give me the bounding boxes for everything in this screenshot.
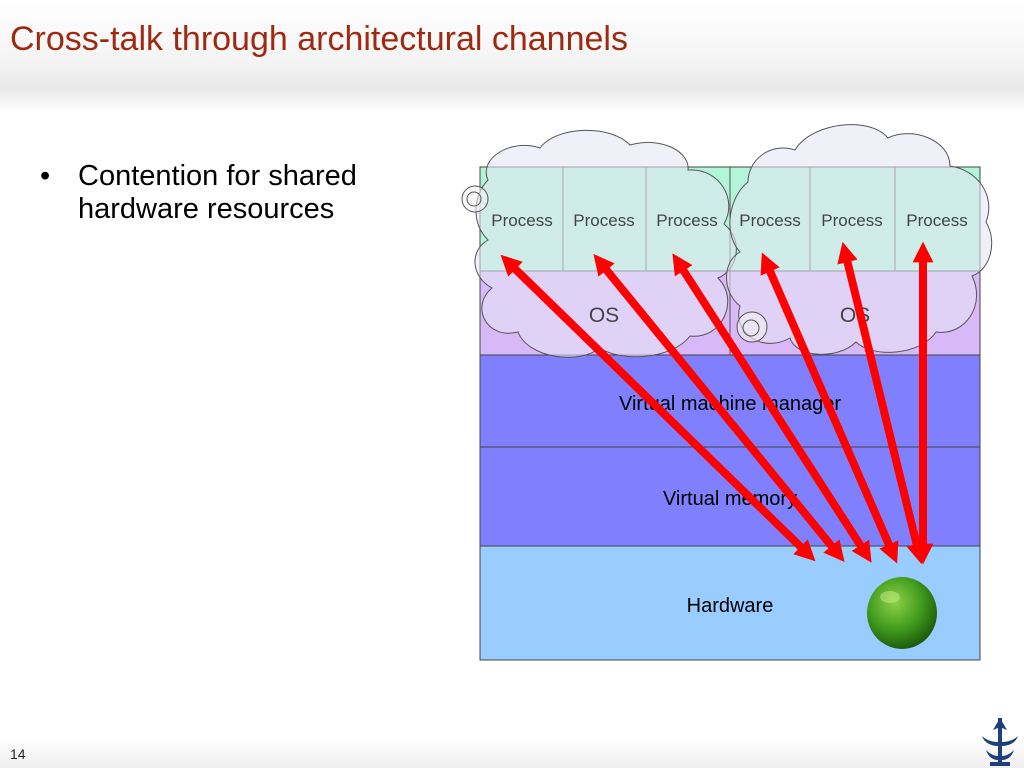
- bullet-marker: •: [40, 160, 51, 192]
- bullet-text: Contention for shared hardware resources: [78, 160, 357, 225]
- footer-band: [0, 738, 1024, 768]
- process-label-2: Process: [573, 211, 634, 230]
- bullet-list: • Contention for shared hardware resourc…: [40, 160, 430, 226]
- virtual-memory-label: Virtual memory: [663, 488, 797, 510]
- university-logo-icon: [982, 718, 1018, 766]
- lime-icon: [867, 577, 937, 649]
- hardware-label: Hardware: [687, 595, 774, 617]
- process-label-1: Process: [491, 211, 552, 230]
- process-label-6: Process: [906, 211, 967, 230]
- bullet-item: • Contention for shared hardware resourc…: [40, 160, 430, 226]
- process-label-4: Process: [739, 211, 800, 230]
- page-number: 14: [10, 746, 26, 762]
- os-label-1: OS: [589, 304, 619, 327]
- process-label-3: Process: [656, 211, 717, 230]
- process-label-5: Process: [821, 211, 882, 230]
- title-band: [0, 0, 1024, 112]
- slide-title: Cross-talk through architectural channel…: [10, 20, 628, 58]
- double-headed-arrow-icon: [837, 241, 927, 565]
